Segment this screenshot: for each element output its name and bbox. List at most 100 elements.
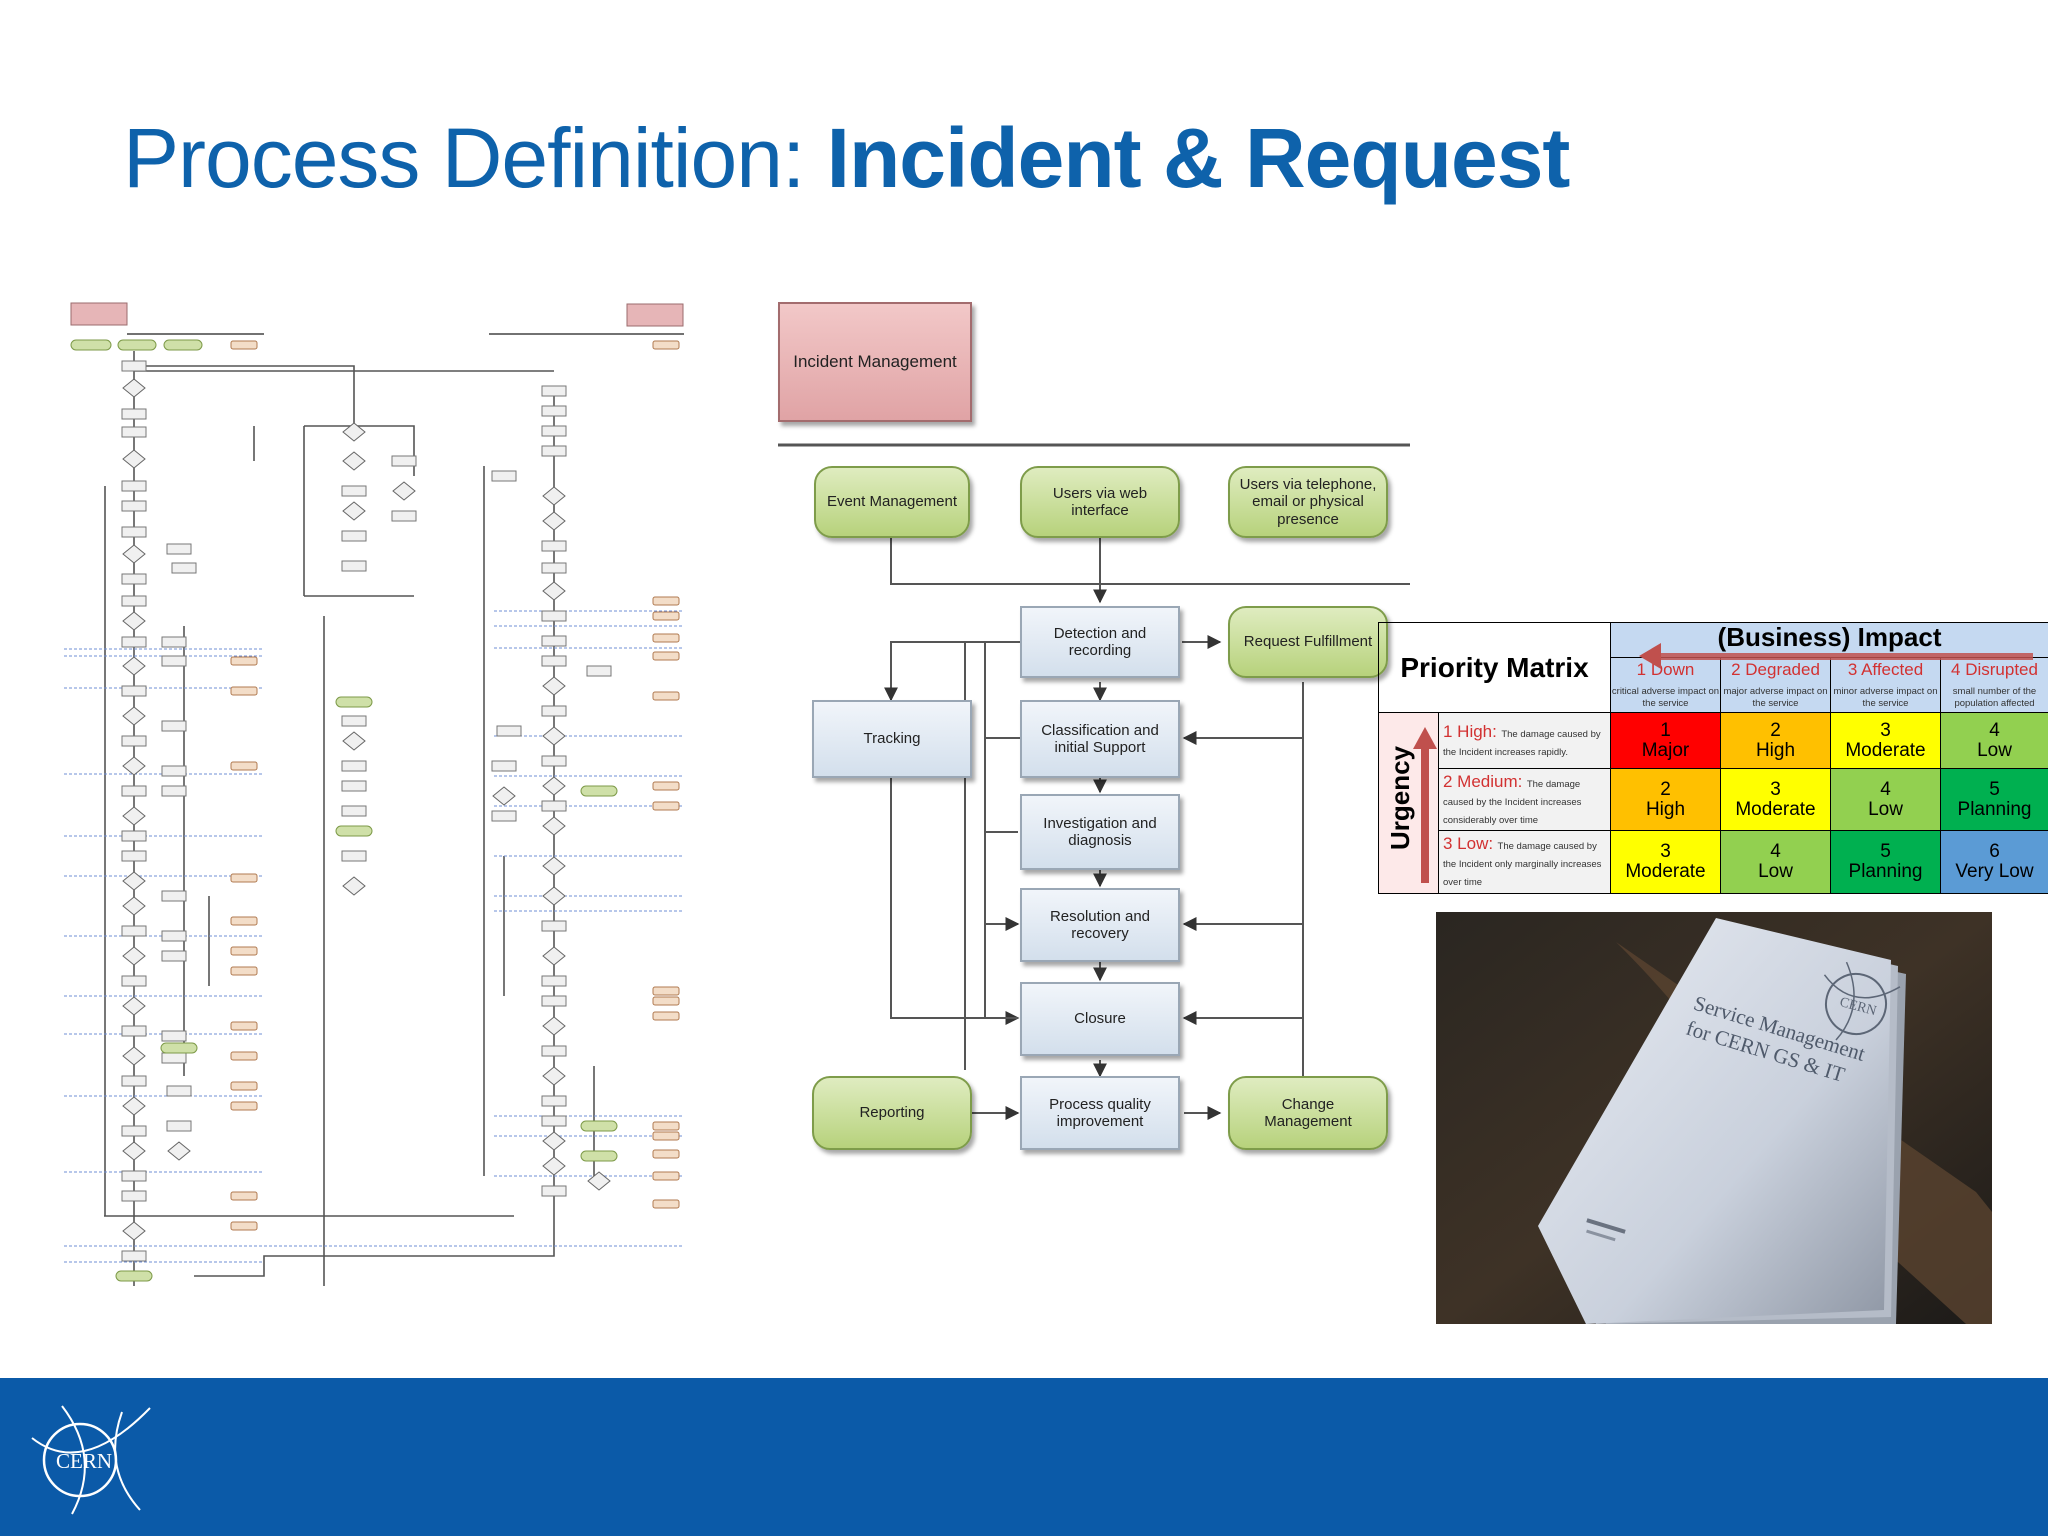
urgency-row-label: 2 Medium: — [1443, 771, 1523, 791]
impact-desc: critical adverse impact on the service — [1611, 685, 1720, 710]
urgency-row-desc: The damage caused by the Incident increa… — [1443, 728, 1601, 758]
priority-matrix-title: Priority Matrix — [1400, 651, 1589, 683]
priority-name: Low — [1868, 798, 1903, 820]
urgency-row-1: 1 High: The damage caused by the Inciden… — [1438, 712, 1611, 769]
impact-col-4: 4 Disrupted small number of the populatio… — [1939, 656, 2048, 714]
incident-management-header: Incident Management — [778, 302, 972, 422]
cern-logo-icon: CERN — [31, 1405, 151, 1515]
urgency-row-desc: The damage caused by the Incident only m… — [1443, 841, 1602, 889]
impact-desc: major adverse impact on the service — [1723, 685, 1828, 710]
impact-desc: minor adverse impact on the service — [1833, 685, 1938, 710]
priority-name: Very Low — [1955, 861, 2034, 883]
cern-logo-text: CERN — [56, 1449, 112, 1473]
urgency-row-label: 1 High: — [1443, 721, 1497, 741]
priority-number: 1 — [1660, 719, 1671, 741]
closure-label: Closure — [1074, 1010, 1126, 1028]
priority-number: 3 — [1660, 841, 1671, 863]
priority-name: Planning — [1848, 861, 1923, 883]
classification-label: Classification and initial Support — [1041, 721, 1159, 756]
tracking-box: Tracking — [812, 700, 972, 778]
priority-matrix-title-cell: Priority Matrix — [1378, 621, 1611, 714]
priority-number: 5 — [1989, 778, 2000, 800]
process-quality-label: Process quality improvement — [1049, 1095, 1151, 1130]
source-web-interface: Users via web interface — [1020, 466, 1180, 538]
incident-management-label: Incident Management — [793, 352, 957, 372]
investigation-label: Investigation and diagnosis — [1043, 814, 1157, 849]
detailed-flowchart-thumbnail — [64, 302, 684, 1286]
step-detection: Detection and recording — [1020, 606, 1180, 678]
request-fulfillment-box: Request Fulfillment — [1228, 606, 1388, 678]
impact-label: 3 Affected — [1847, 659, 1924, 679]
step-investigation: Investigation and diagnosis — [1020, 794, 1180, 870]
priority-name: High — [1645, 798, 1686, 820]
impact-arrow-icon — [1639, 642, 2033, 669]
urgency-row-desc: The damage caused by the Incident increa… — [1443, 778, 1582, 826]
urgency-row-2: 2 Medium: The damage caused by the Incid… — [1438, 767, 1611, 832]
impact-label: 2 Degraded — [1731, 659, 1820, 679]
impact-col-2: 2 Degraded major adverse impact on the se… — [1720, 656, 1831, 714]
request-fulfillment-label: Request Fulfillment — [1243, 633, 1373, 651]
urgency-row-label: 3 Low: — [1443, 834, 1494, 854]
reporting-box: Reporting — [812, 1076, 972, 1150]
process-quality-box: Process quality improvement — [1020, 1076, 1180, 1150]
telephone-label: Users via telephone, email or physical p… — [1239, 476, 1377, 528]
priority-number: 5 — [1880, 841, 1891, 863]
source-telephone: Users via telephone, email or physical p… — [1228, 466, 1388, 538]
source-event-management: Event Management — [814, 466, 970, 538]
title-prefix: Process Definition: — [123, 111, 827, 205]
priority-number: 4 — [1880, 778, 1891, 800]
urgency-arrow-icon — [1413, 727, 1437, 884]
footer-band — [0, 1378, 2048, 1536]
priority-name: Moderate — [1735, 798, 1816, 820]
priority-number: 2 — [1770, 719, 1781, 741]
document-photo: Service Management for CERN GS & IT CERN — [1436, 912, 1992, 1324]
event-management-label: Event Management — [826, 493, 958, 511]
change-management-box: Change Management — [1228, 1076, 1388, 1150]
impact-col-3: 3 Affected minor adverse impact on the se… — [1830, 656, 1941, 714]
web-interface-label: Users via web interface — [1052, 484, 1148, 519]
slide-title: Process Definition: Incident & Request — [123, 110, 1571, 207]
impact-desc: small number of the population affected — [1952, 685, 2037, 710]
change-management-label: Change Management — [1264, 1095, 1352, 1130]
resolution-label: Resolution and recovery — [1049, 907, 1151, 942]
priority-number: 3 — [1770, 778, 1781, 800]
priority-name: High — [1755, 739, 1796, 761]
step-closure: Closure — [1020, 982, 1180, 1056]
priority-number: 6 — [1989, 841, 2000, 863]
title-bold: Incident & Request — [826, 111, 1571, 205]
priority-number: 3 — [1880, 719, 1891, 741]
priority-name: Planning — [1957, 798, 2032, 820]
urgency-axis-cell: Urgency — [1378, 712, 1439, 894]
reporting-label: Reporting — [859, 1104, 925, 1122]
urgency-row-3: 3 Low: The damage caused by the Incident… — [1438, 830, 1611, 894]
detection-label: Detection and recording — [1053, 624, 1147, 659]
step-classification: Classification and initial Support — [1020, 700, 1180, 778]
priority-matrix: Priority Matrix (Business) Impact 1 Down… — [1378, 621, 2048, 894]
priority-name: Low — [1758, 861, 1793, 883]
impact-header: (Business) Impact — [1717, 622, 1942, 653]
priority-name: Low — [1977, 739, 2012, 761]
urgency-label: Urgency — [1385, 746, 1415, 851]
priority-number: 4 — [1989, 719, 2000, 741]
priority-name: Major — [1641, 739, 1690, 761]
priority-number: 4 — [1770, 841, 1781, 863]
priority-name: Moderate — [1845, 739, 1926, 761]
diagram-connectors — [778, 443, 1410, 1120]
step-resolution: Resolution and recovery — [1020, 888, 1180, 962]
tracking-label: Tracking — [863, 730, 921, 748]
priority-number: 2 — [1660, 778, 1671, 800]
impact-label: 4 Disrupted — [1951, 659, 2038, 679]
priority-name: Moderate — [1625, 861, 1706, 883]
